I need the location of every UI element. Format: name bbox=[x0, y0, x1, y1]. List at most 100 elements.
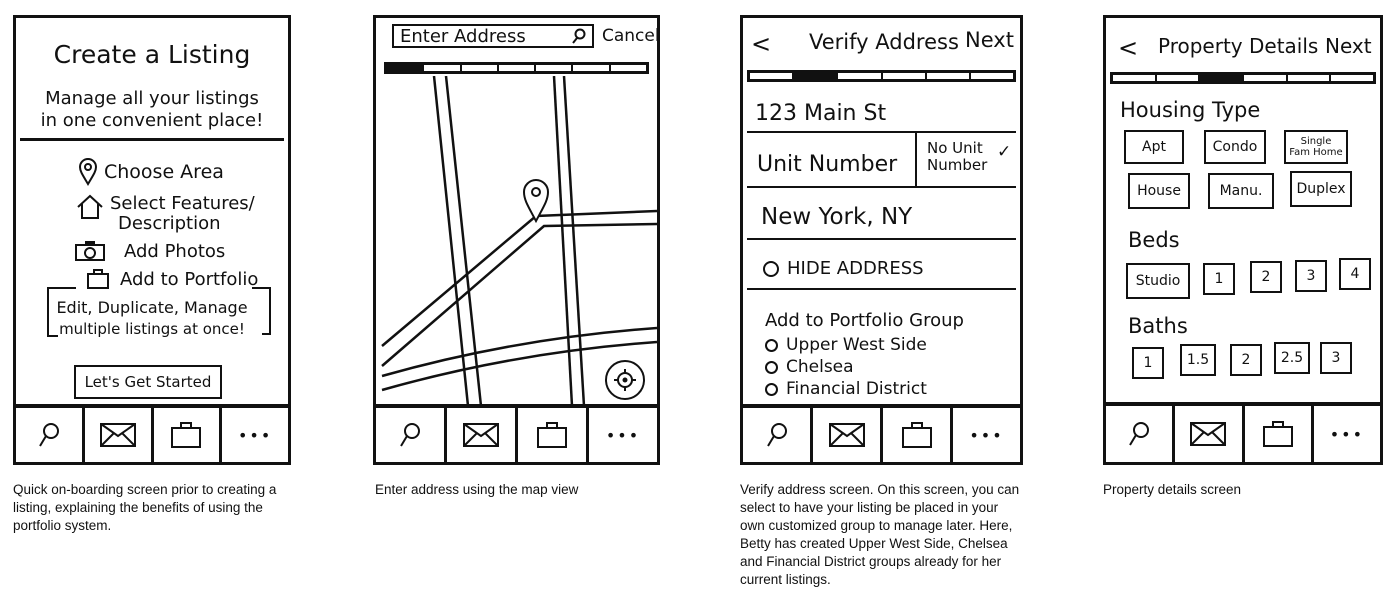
camera-icon bbox=[75, 241, 105, 261]
divider bbox=[747, 186, 1016, 188]
check-icon: ✓ bbox=[997, 142, 1012, 162]
briefcase-icon bbox=[537, 422, 567, 448]
group-label: Chelsea bbox=[786, 357, 854, 377]
tab-mail[interactable] bbox=[444, 408, 515, 462]
location-pin-icon bbox=[522, 179, 550, 224]
tab-bar: ••• bbox=[743, 404, 1020, 462]
map-view[interactable] bbox=[376, 76, 657, 406]
group-option[interactable]: Upper West Side bbox=[765, 334, 927, 356]
baths-option[interactable]: 2 bbox=[1230, 344, 1262, 376]
tab-mail[interactable] bbox=[1172, 406, 1241, 462]
more-icon: ••• bbox=[1329, 424, 1365, 444]
map-screen: Enter Address Cancel ••• bbox=[373, 15, 660, 465]
back-button[interactable]: < bbox=[751, 30, 772, 58]
no-unit-toggle[interactable]: No Unit Number bbox=[927, 140, 987, 174]
tab-portfolio[interactable] bbox=[1241, 406, 1311, 462]
locate-me-button[interactable] bbox=[605, 360, 645, 400]
beds-option[interactable]: Studio bbox=[1126, 263, 1190, 299]
mail-icon bbox=[99, 423, 136, 447]
tab-search[interactable] bbox=[743, 408, 810, 462]
caption-verify-address: Verify address screen. On this screen, y… bbox=[740, 482, 1020, 587]
search-icon bbox=[766, 423, 787, 447]
tab-more[interactable]: ••• bbox=[1310, 406, 1380, 462]
search-icon bbox=[39, 423, 59, 447]
tab-more[interactable]: ••• bbox=[586, 408, 657, 462]
feature-label: Select Features/ bbox=[110, 193, 255, 214]
more-icon: ••• bbox=[237, 425, 273, 445]
group-list: Upper West Side Chelsea Financial Distri… bbox=[765, 334, 927, 400]
unit-number-field[interactable]: Unit Number bbox=[757, 152, 898, 177]
property-details-screen: < Property Details Next Housing Type Apt… bbox=[1103, 15, 1383, 465]
feature-add-to-portfolio: Add to Portfolio bbox=[86, 268, 258, 290]
tab-bar: ••• bbox=[376, 404, 657, 462]
tab-mail[interactable] bbox=[810, 408, 880, 462]
tab-mail[interactable] bbox=[81, 408, 151, 462]
beds-option[interactable]: 2 bbox=[1250, 261, 1282, 293]
group-label: Financial District bbox=[786, 379, 927, 399]
subtitle-line-2: in one convenient place! bbox=[40, 110, 264, 131]
location-pin-icon bbox=[78, 158, 98, 186]
briefcase-icon bbox=[171, 422, 202, 448]
baths-option[interactable]: 2.5 bbox=[1274, 342, 1310, 374]
cancel-button[interactable]: Cancel bbox=[602, 26, 660, 46]
beds-option[interactable]: 3 bbox=[1295, 260, 1327, 292]
radio-icon bbox=[765, 360, 778, 374]
beds-option[interactable]: 4 bbox=[1339, 258, 1371, 290]
street-field[interactable]: 123 Main St bbox=[755, 101, 887, 126]
group-option[interactable]: Chelsea bbox=[765, 356, 927, 378]
hide-address-option[interactable]: HIDE ADDRESS bbox=[763, 258, 924, 279]
caption-onboarding: Quick on-boarding screen prior to creati… bbox=[13, 482, 277, 533]
housing-option[interactable]: Apt bbox=[1124, 130, 1184, 164]
group-heading: Add to Portfolio Group bbox=[765, 310, 964, 331]
feature-add-photos: Add Photos bbox=[74, 240, 225, 262]
no-unit-label: No Unit bbox=[927, 139, 983, 157]
house-icon bbox=[77, 194, 103, 219]
tab-search[interactable] bbox=[1106, 406, 1172, 462]
housing-option[interactable]: Condo bbox=[1204, 130, 1266, 164]
beds-option[interactable]: 1 bbox=[1203, 263, 1235, 295]
baths-option[interactable]: 3 bbox=[1320, 342, 1352, 374]
feature-label: Description bbox=[118, 213, 221, 234]
housing-option[interactable]: Manu. bbox=[1208, 173, 1274, 209]
group-option[interactable]: Financial District bbox=[765, 378, 927, 400]
divider bbox=[747, 288, 1016, 290]
divider bbox=[20, 138, 284, 141]
tab-bar: ••• bbox=[16, 404, 288, 462]
mail-icon bbox=[828, 423, 865, 447]
briefcase-icon bbox=[901, 422, 932, 448]
tab-search[interactable] bbox=[16, 408, 82, 462]
mail-icon bbox=[463, 423, 499, 447]
tab-portfolio[interactable] bbox=[880, 408, 950, 462]
back-button[interactable]: < bbox=[1118, 34, 1139, 62]
tab-more[interactable]: ••• bbox=[950, 408, 1020, 462]
search-input[interactable]: Enter Address bbox=[392, 24, 594, 48]
caption-map: Enter address using the map view bbox=[375, 482, 579, 497]
tab-portfolio[interactable] bbox=[515, 408, 586, 462]
housing-option[interactable]: Single Fam Home bbox=[1284, 130, 1348, 164]
page-title: Create a Listing bbox=[53, 40, 251, 69]
feature-label: Add to Portfolio bbox=[120, 268, 259, 290]
tab-portfolio[interactable] bbox=[150, 408, 220, 462]
onboarding-screen: Create a Listing Manage all your listing… bbox=[13, 15, 291, 465]
housing-option[interactable]: House bbox=[1128, 173, 1190, 209]
bracket bbox=[47, 287, 271, 337]
next-button[interactable]: Next bbox=[1325, 34, 1372, 58]
tab-more[interactable]: ••• bbox=[219, 408, 288, 462]
bracket-text-1: Edit, Duplicate, Manage bbox=[56, 298, 248, 317]
search-icon bbox=[1129, 422, 1150, 446]
tab-search[interactable] bbox=[376, 408, 444, 462]
crosshair-icon bbox=[614, 369, 636, 391]
get-started-button[interactable]: Let's Get Started bbox=[74, 365, 222, 399]
divider bbox=[747, 238, 1016, 240]
housing-option[interactable]: Duplex bbox=[1290, 171, 1352, 207]
page-title: Property Details bbox=[1158, 34, 1319, 58]
baths-option[interactable]: 1 bbox=[1132, 347, 1164, 379]
divider-vertical bbox=[915, 131, 917, 187]
page-title: Verify Address bbox=[809, 30, 959, 54]
briefcase-icon bbox=[1262, 421, 1293, 447]
next-button[interactable]: Next bbox=[965, 28, 1014, 52]
no-unit-label: Number bbox=[927, 156, 988, 174]
city-field[interactable]: New York, NY bbox=[761, 204, 913, 230]
search-icon bbox=[400, 423, 420, 447]
baths-option[interactable]: 1.5 bbox=[1180, 344, 1216, 376]
